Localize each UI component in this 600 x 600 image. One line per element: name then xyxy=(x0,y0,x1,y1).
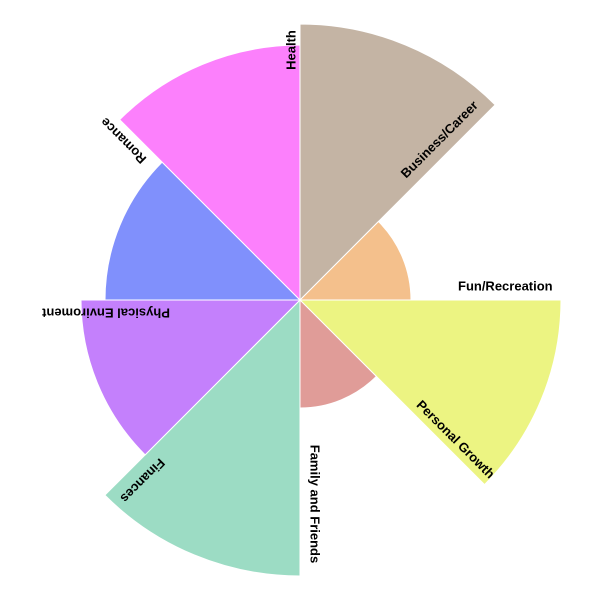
wedge-romance xyxy=(104,161,302,301)
label-health: Health xyxy=(283,30,298,70)
label-physical-enviroment: Physical Enviroment xyxy=(41,306,170,321)
wedge-physical-environment xyxy=(80,299,302,456)
label-family-and-friends: Family and Friends xyxy=(308,445,323,563)
label-fun-recreation: Fun/Recreation xyxy=(458,278,553,293)
wedge-fun-recreation xyxy=(298,220,412,301)
wedge-business-career xyxy=(299,23,496,302)
wedge-group xyxy=(80,23,562,577)
wedge-health xyxy=(118,44,301,302)
wedge-family-and-friends xyxy=(299,298,378,409)
wedge-finances xyxy=(104,298,301,577)
wedge-personal-growth xyxy=(298,299,562,486)
